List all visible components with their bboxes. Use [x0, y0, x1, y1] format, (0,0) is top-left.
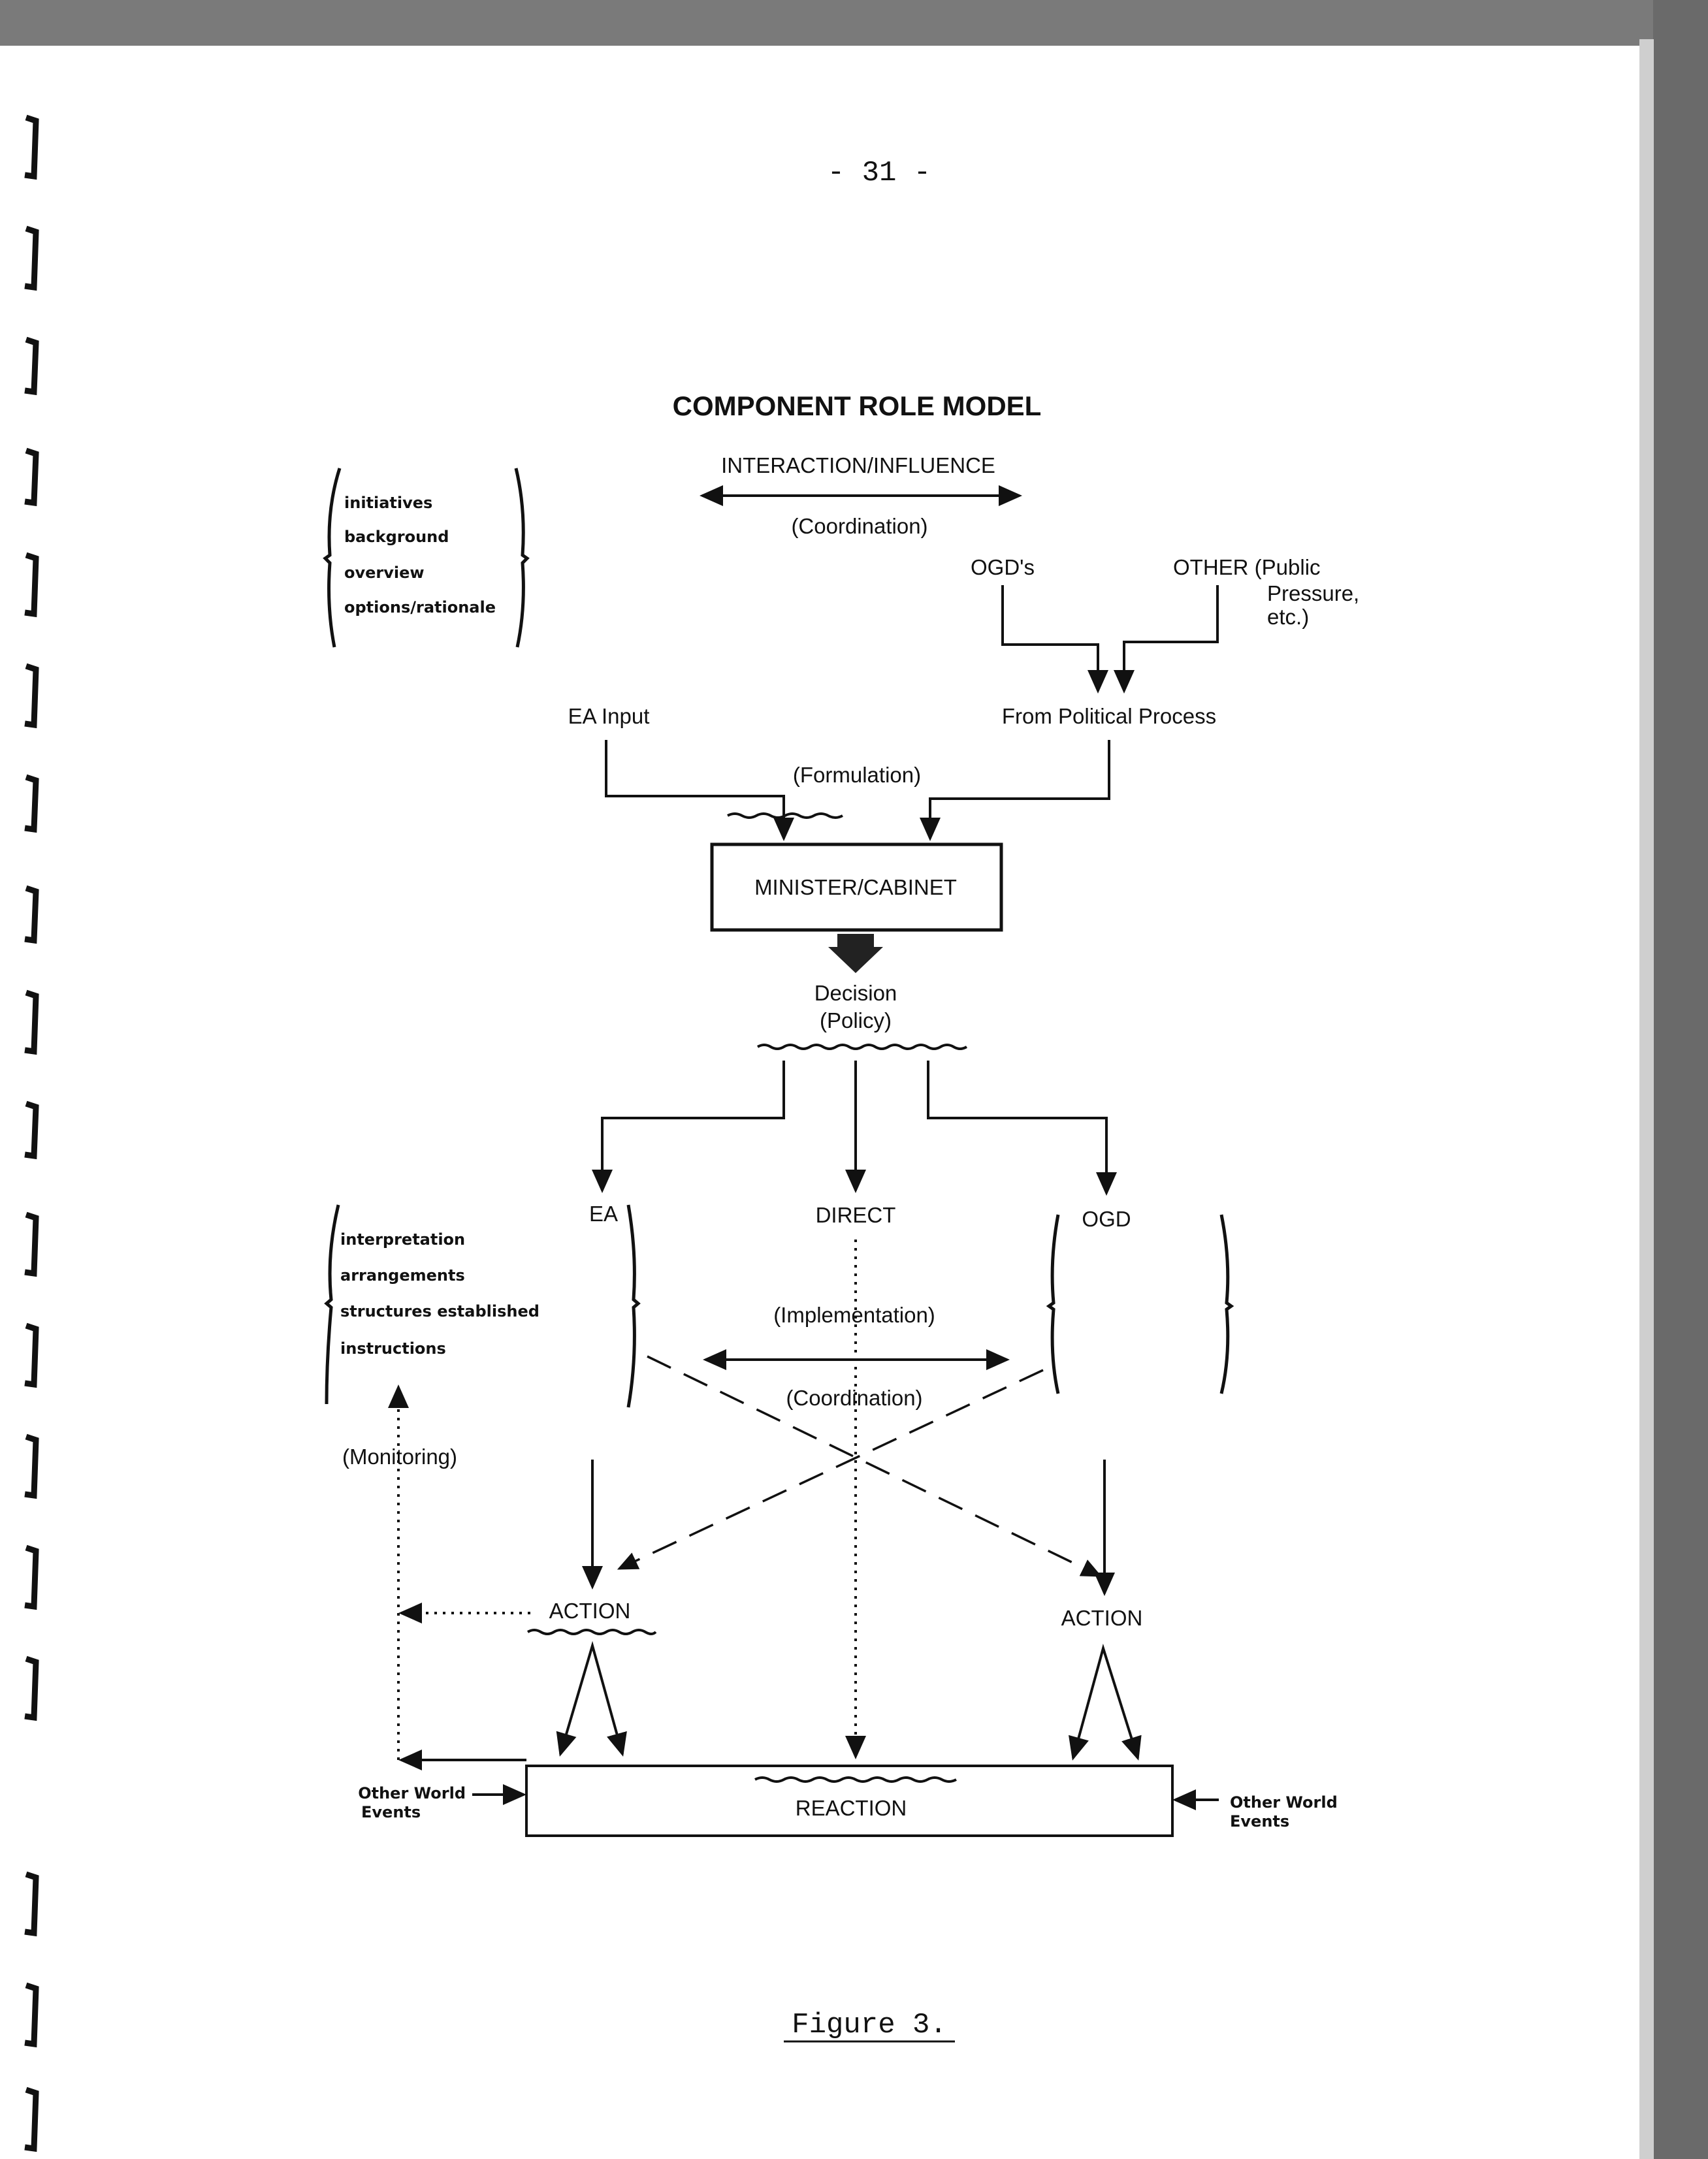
- cross-dashed-ogd-to-ea: [617, 1369, 1044, 1570]
- policy-label: (Policy): [820, 1008, 892, 1032]
- reaction-wavy-overline: [754, 1776, 957, 1783]
- list-item-initiatives: initiatives: [344, 494, 432, 512]
- list-item-instructions: instructions: [340, 1339, 446, 1358]
- page-number: - 31 -: [828, 157, 931, 189]
- political-process-label: From Political Process: [1002, 704, 1216, 728]
- direct-branch-label: DIRECT: [816, 1203, 896, 1227]
- action-right-to-reaction: [1069, 1643, 1142, 1761]
- coordination-label: (Coordination): [786, 1386, 922, 1410]
- list-item-interpretation: interpretation: [340, 1230, 465, 1249]
- other-connector: [1114, 585, 1219, 694]
- implementation-label: (Implementation): [773, 1303, 935, 1327]
- ea-input-label: EA Input: [568, 704, 650, 728]
- other-label-1: OTHER (Public: [1173, 555, 1321, 579]
- list-item-structures: structures established: [340, 1302, 540, 1320]
- other-world-left-2: Events: [361, 1803, 421, 1821]
- legend-interaction-label: INTERACTION/INFLUENCE: [721, 453, 995, 477]
- action-right-label: ACTION: [1061, 1606, 1143, 1630]
- policy-wavy-underline: [756, 1044, 968, 1050]
- scan-right-edge: [1653, 0, 1708, 2159]
- ea-branch-connector: [592, 1061, 785, 1193]
- ogds-connector: [1001, 585, 1108, 694]
- formulation-label: (Formulation): [793, 763, 921, 787]
- scan-top-band: [0, 0, 1708, 46]
- ogds-label: OGD's: [971, 555, 1035, 579]
- ogd-right-brace-icon: [1219, 1214, 1234, 1394]
- cross-dashed-ea-to-ogd: [647, 1355, 1103, 1577]
- action-left-wavy-underline: [526, 1629, 657, 1635]
- right-brace-icon: [514, 468, 530, 648]
- minister-cabinet-label: MINISTER/CABINET: [754, 875, 957, 899]
- ogd-left-brace-icon: [1046, 1214, 1060, 1394]
- ea-right-brace-icon: [626, 1204, 641, 1408]
- ogd-branch-connector: [927, 1061, 1117, 1196]
- other-world-right-2: Events: [1230, 1812, 1289, 1831]
- monitoring-label: (Monitoring): [342, 1445, 457, 1469]
- other-label-2: Pressure,: [1267, 581, 1359, 605]
- minister-cabinet-box: [710, 842, 1003, 932]
- action-left-label: ACTION: [549, 1599, 631, 1623]
- ea-branch-label: EA: [589, 1202, 618, 1226]
- page-edge-shadow: [1639, 39, 1654, 2159]
- ea-input-connector: [605, 740, 794, 841]
- diagram-title: COMPONENT ROLE MODEL: [673, 391, 1042, 421]
- other-label-3: etc.): [1267, 605, 1309, 629]
- list-item-options: options/rationale: [344, 598, 496, 616]
- list-item-arrangements: arrangements: [340, 1266, 465, 1285]
- impl-left-brace-icon: [324, 1204, 340, 1405]
- decision-label: Decision: [814, 981, 897, 1005]
- action-left-to-reaction: [556, 1640, 627, 1757]
- binding-marks: [24, 114, 39, 2152]
- left-brace-icon: [323, 468, 342, 648]
- reaction-label: REACTION: [796, 1796, 907, 1820]
- list-item-overview: overview: [344, 564, 425, 582]
- figure-caption: Figure 3.: [792, 2009, 947, 2041]
- decision-arrow-icon: [828, 934, 883, 973]
- political-connector: [920, 740, 1110, 841]
- other-world-right-1: Other World: [1230, 1793, 1338, 1812]
- legend-coordination-label: (Coordination): [791, 514, 927, 538]
- list-item-background: background: [344, 528, 449, 546]
- ogd-branch-label: OGD: [1082, 1207, 1131, 1231]
- other-world-left-1: Other World: [358, 1784, 466, 1802]
